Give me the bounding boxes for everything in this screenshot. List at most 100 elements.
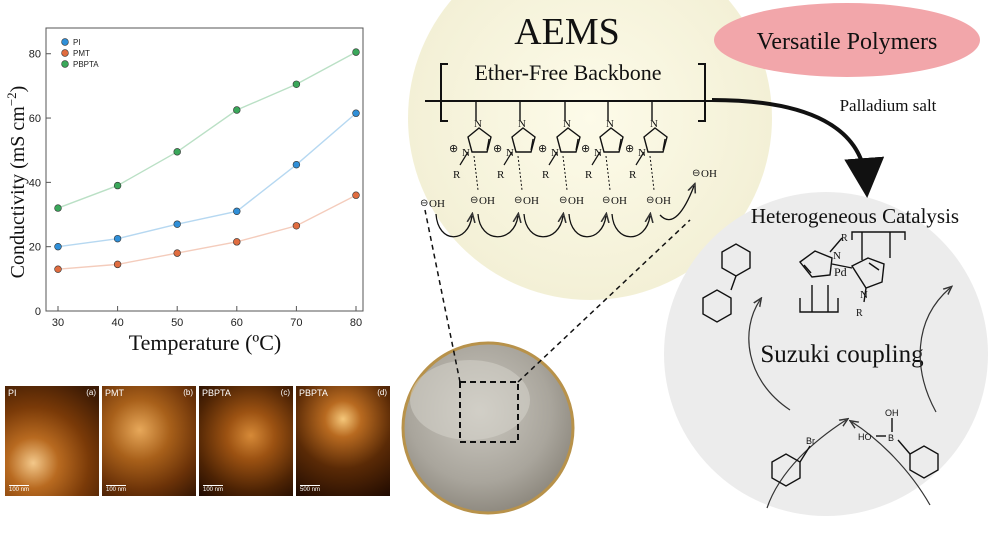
x-tick-label: 40 bbox=[111, 317, 123, 329]
afm-label-pbpta-c: PBPTA bbox=[202, 388, 231, 398]
ring-double-bond bbox=[662, 138, 666, 151]
x-tick-label: 50 bbox=[171, 317, 183, 329]
series-line-pbpta bbox=[57, 51, 357, 209]
r-bond bbox=[635, 151, 645, 166]
series-layer bbox=[54, 48, 360, 273]
anion-charge: ⊖ bbox=[559, 195, 567, 206]
data-point-pi bbox=[54, 242, 62, 251]
data-point-pi bbox=[233, 207, 241, 216]
cation-charge: ⊕ bbox=[449, 143, 458, 155]
pd-n1: N bbox=[833, 250, 841, 262]
r-group-label: R bbox=[453, 169, 461, 181]
biphenyl-product bbox=[702, 243, 751, 323]
afm-label-pi: PI bbox=[8, 388, 17, 398]
y-tick-label: 60 bbox=[29, 113, 41, 125]
imidazolium-unit: NN⊕R⊖OH bbox=[449, 101, 495, 207]
r-bond bbox=[503, 151, 513, 166]
ring-double-bond bbox=[530, 138, 534, 151]
y-tick-label: 40 bbox=[29, 177, 41, 189]
aems-title: AEMS bbox=[514, 11, 620, 53]
data-point-pbpta bbox=[54, 204, 62, 212]
nitrogen-label: N bbox=[638, 147, 646, 159]
plot-area bbox=[45, 27, 364, 312]
afm-label-pmt: PMT bbox=[105, 388, 124, 398]
versatile-polymers-label: Versatile Polymers bbox=[757, 29, 938, 55]
ring-double-bond bbox=[618, 138, 622, 151]
hydroxide-label: OH bbox=[523, 195, 539, 207]
imidazolium-unit: NN⊕R⊖OH bbox=[493, 101, 539, 207]
pd-carbene-complex bbox=[798, 231, 906, 313]
nitrogen-label: N bbox=[606, 118, 614, 130]
phenylboronic-acid bbox=[876, 418, 939, 479]
pd-r1: R bbox=[841, 233, 848, 244]
afm-letter-c: (c) bbox=[280, 388, 290, 397]
legend-label-pmt: PMT bbox=[73, 49, 90, 58]
cation-charge: ⊕ bbox=[581, 143, 590, 155]
data-point-pmt bbox=[352, 191, 360, 199]
legend-marker-pi bbox=[61, 38, 69, 46]
data-point-pmt bbox=[113, 260, 122, 269]
afm-image-pbpta-c: PBPTA (c) 100 nm bbox=[199, 386, 293, 496]
afm-scale-d: 500 nm bbox=[300, 485, 321, 493]
anion-charge: ⊖ bbox=[646, 195, 654, 206]
imidazole-ring bbox=[511, 127, 536, 153]
afm-scale-b: 100 nm bbox=[106, 485, 127, 493]
r-bond bbox=[459, 151, 469, 166]
legend-marker-pbpta bbox=[61, 60, 69, 68]
suzuki-coupling-label: Suzuki coupling bbox=[760, 341, 924, 368]
y-tick-label: 0 bbox=[35, 306, 41, 318]
ionic-interaction bbox=[605, 155, 611, 191]
y-axis-label-close: ) bbox=[7, 86, 29, 93]
afm-scale-a: 100 nm bbox=[9, 485, 30, 493]
pd-n2: N bbox=[860, 289, 868, 301]
nitrogen-label: N bbox=[506, 147, 514, 159]
membrane-sheen bbox=[410, 360, 530, 440]
palladium-arrow bbox=[711, 98, 885, 198]
x-tick-label: 80 bbox=[350, 317, 362, 329]
data-point-pbpta bbox=[352, 48, 360, 56]
r-group-label: R bbox=[542, 169, 550, 181]
hopping-arrow bbox=[568, 214, 606, 238]
series-line-pi bbox=[57, 112, 357, 248]
backbone-bracket bbox=[425, 63, 716, 122]
aems-circle bbox=[408, 0, 772, 300]
afm-label-pbpta-d: PBPTA bbox=[299, 388, 328, 398]
legend-marker-pmt bbox=[61, 49, 69, 57]
versatile-polymers-badge bbox=[714, 3, 980, 77]
afm-letter-b: (b) bbox=[183, 388, 193, 397]
afm-image-pbpta-d: PBPTA (d) 500 nm bbox=[296, 386, 390, 496]
cation-charge: ⊕ bbox=[538, 143, 547, 155]
imidazole-ring bbox=[467, 127, 492, 153]
pd-symbol: Pd bbox=[834, 265, 847, 279]
data-point-pmt bbox=[292, 222, 301, 230]
imidazolium-unit: NN⊕R⊖OH bbox=[625, 101, 671, 207]
hydroxide-left: OH bbox=[429, 198, 445, 210]
bromobenzene bbox=[771, 445, 811, 487]
r-group-label: R bbox=[497, 169, 505, 181]
nitrogen-label: N bbox=[563, 118, 571, 130]
anion-charge: ⊖ bbox=[514, 195, 522, 206]
hopping-arrow bbox=[435, 214, 472, 238]
data-point-pmt bbox=[233, 238, 241, 246]
x-tick-label: 30 bbox=[52, 317, 64, 329]
backbone-label: Ether-Free Backbone bbox=[474, 60, 661, 85]
hydroxide-label: OH bbox=[611, 195, 627, 207]
hydroxide-label: OH bbox=[568, 195, 584, 207]
afm-scale-c: 100 nm bbox=[203, 485, 224, 493]
hydroxide-label: OH bbox=[655, 195, 671, 207]
y-axis-label: Conductivity (mS cm−2) bbox=[4, 86, 29, 279]
ring-double-bond bbox=[486, 138, 490, 151]
x-tick-label: 70 bbox=[290, 317, 302, 329]
hopping-arrow bbox=[523, 214, 563, 238]
data-point-pbpta bbox=[233, 106, 241, 114]
r-group-label: R bbox=[629, 169, 637, 181]
data-point-pi bbox=[113, 234, 122, 243]
data-point-pbpta bbox=[113, 181, 122, 190]
zoom-line-left bbox=[424, 209, 461, 383]
catalysis-label: Heterogeneous Catalysis bbox=[751, 204, 959, 228]
data-point-pbpta bbox=[292, 80, 301, 88]
y-tick-label: 20 bbox=[29, 242, 41, 254]
